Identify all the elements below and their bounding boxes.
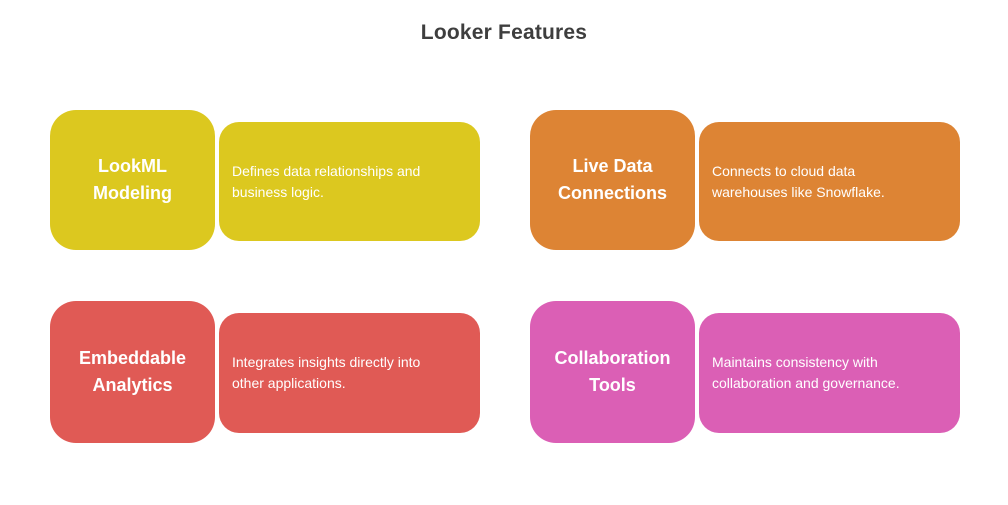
- card-title: LookML Modeling: [93, 156, 172, 203]
- card-description-box: Integrates insights directly into other …: [219, 313, 480, 433]
- card-live-data-connections: Live Data Connections Connects to cloud …: [530, 110, 960, 250]
- page-title: Looker Features: [420, 21, 588, 44]
- card-title: Live Data Connections: [557, 156, 667, 203]
- card-title: Collaboration Tools: [554, 348, 671, 395]
- card-description: Maintains consistency with collaboration…: [712, 354, 900, 391]
- card-title-tab: Collaboration Tools: [530, 301, 695, 443]
- card-embeddable-analytics: Embeddable Analytics Integrates insights…: [50, 301, 480, 443]
- card-description: Connects to cloud data warehouses like S…: [712, 162, 885, 200]
- card-description-box: Maintains consistency with collaboration…: [699, 313, 960, 433]
- card-description: Integrates insights directly into other …: [232, 354, 421, 391]
- card-lookml-modeling: LookML Modeling Defines data relationshi…: [50, 110, 480, 250]
- card-collaboration-tools: Collaboration Tools Maintains consistenc…: [530, 301, 960, 443]
- card-description-box: Defines data relationships and business …: [219, 122, 480, 241]
- card-description-box: Connects to cloud data warehouses like S…: [699, 122, 960, 241]
- card-title-tab: Live Data Connections: [530, 110, 695, 250]
- card-title-tab: Embeddable Analytics: [50, 301, 215, 443]
- card-title: Embeddable Analytics: [78, 348, 187, 395]
- card-title-tab: LookML Modeling: [50, 110, 215, 250]
- card-description: Defines data relationships and business …: [232, 162, 421, 200]
